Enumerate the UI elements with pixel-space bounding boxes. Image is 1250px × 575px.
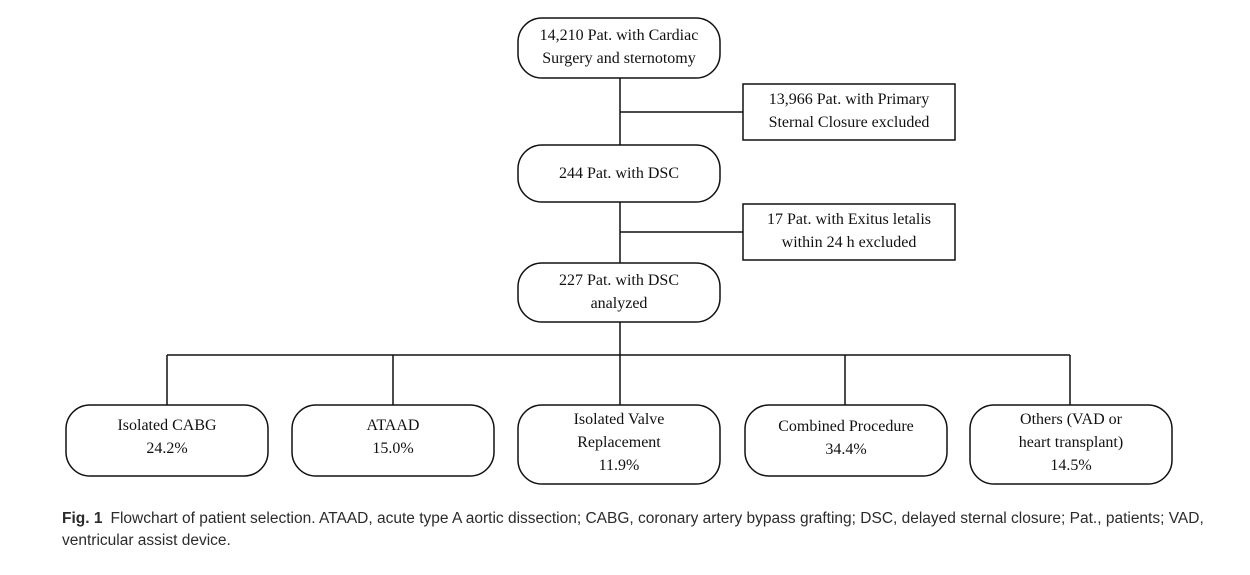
node-excluded-primary-box bbox=[742, 83, 956, 141]
node-start-box bbox=[517, 17, 721, 79]
figure-caption-text: Flowchart of patient selection. ATAAD, a… bbox=[62, 510, 1204, 549]
node-start-line-2: Surgery and sternotomy bbox=[542, 50, 695, 67]
node-combined-box bbox=[744, 404, 948, 477]
node-labels: 14,210 Pat. with Cardiac Surgery and ste… bbox=[117, 27, 1123, 474]
node-ataad-line-2: 15.0% bbox=[372, 440, 413, 457]
node-analyzed-line-2: analyzed bbox=[591, 295, 648, 312]
connectors bbox=[166, 78, 1071, 405]
node-excluded-exitus-box bbox=[742, 203, 956, 261]
node-excluded-exitus-line-1: 17 Pat. with Exitus letalis bbox=[767, 211, 931, 228]
node-excluded-primary-line-2: Sternal Closure excluded bbox=[769, 114, 930, 131]
node-analyzed-box bbox=[517, 262, 721, 323]
node-combined-line-1: Combined Procedure bbox=[778, 418, 914, 435]
node-others-line-3: 14.5% bbox=[1050, 457, 1091, 474]
flowchart: 14,210 Pat. with Cardiac Surgery and ste… bbox=[65, 17, 1173, 485]
node-dsc-line-1: 244 Pat. with DSC bbox=[559, 165, 679, 182]
node-dsc-box bbox=[517, 144, 721, 203]
node-valve-line-1: Isolated Valve bbox=[574, 411, 665, 428]
node-excluded-primary-line-1: 13,966 Pat. with Primary bbox=[769, 91, 929, 108]
node-cabg-line-1: Isolated CABG bbox=[117, 417, 217, 434]
node-ataad-line-1: ATAAD bbox=[367, 417, 420, 434]
node-valve-line-2: Replacement bbox=[577, 434, 661, 451]
node-excluded-exitus-line-2: within 24 h excluded bbox=[782, 234, 917, 251]
node-cabg-box bbox=[65, 404, 269, 477]
node-start-line-1: 14,210 Pat. with Cardiac bbox=[540, 27, 699, 44]
figure-label: Fig. 1 bbox=[62, 510, 103, 527]
node-cabg-line-2: 24.2% bbox=[146, 440, 187, 457]
node-others-box bbox=[969, 404, 1173, 485]
node-ataad-box bbox=[291, 404, 495, 477]
node-combined-line-2: 34.4% bbox=[825, 441, 866, 458]
node-shapes bbox=[65, 17, 1173, 485]
node-others-line-1: Others (VAD or bbox=[1020, 411, 1123, 428]
node-valve-line-3: 11.9% bbox=[599, 457, 640, 474]
node-others-line-2: heart transplant) bbox=[1019, 434, 1123, 451]
node-valve-box bbox=[517, 404, 721, 485]
node-analyzed-line-1: 227 Pat. with DSC bbox=[559, 272, 679, 289]
